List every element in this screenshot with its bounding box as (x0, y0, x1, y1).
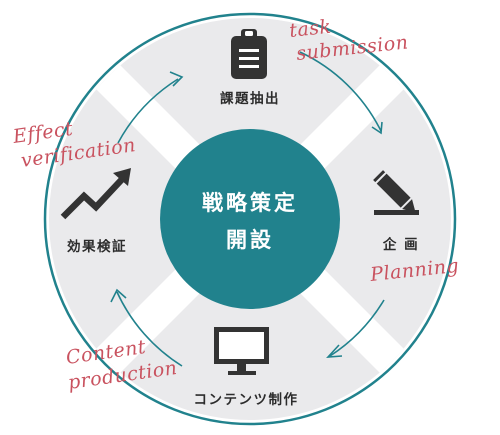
center-disc (160, 129, 340, 309)
arrow-left-to-top (117, 78, 179, 144)
cycle-arrows (110, 51, 385, 367)
step-label-right: 企 画 (382, 236, 419, 253)
arrow-right-to-bottom (329, 299, 385, 357)
trend-arrow-icon (60, 168, 131, 220)
center-title-line2: 開設 (226, 228, 274, 252)
script-task: task (288, 16, 332, 42)
arrow-head-right-bottom (326, 344, 343, 358)
arrow-bottom-to-left (116, 291, 183, 367)
center-title-line1: 戦略策定 (202, 191, 298, 215)
arrow-head-bottom-left (110, 288, 127, 303)
pencil-icon (373, 170, 419, 215)
arrow-top-to-right (299, 51, 382, 132)
monitor-icon (214, 327, 269, 375)
arrow-head-top-right (371, 121, 383, 135)
arrow-head-left-top (169, 71, 184, 87)
step-label-top: 課題抽出 (220, 90, 280, 107)
step-label-left: 効果検証 (67, 238, 127, 255)
step-label-bottom: コンテンツ制作 (194, 391, 299, 408)
clipboard-icon (231, 29, 267, 79)
